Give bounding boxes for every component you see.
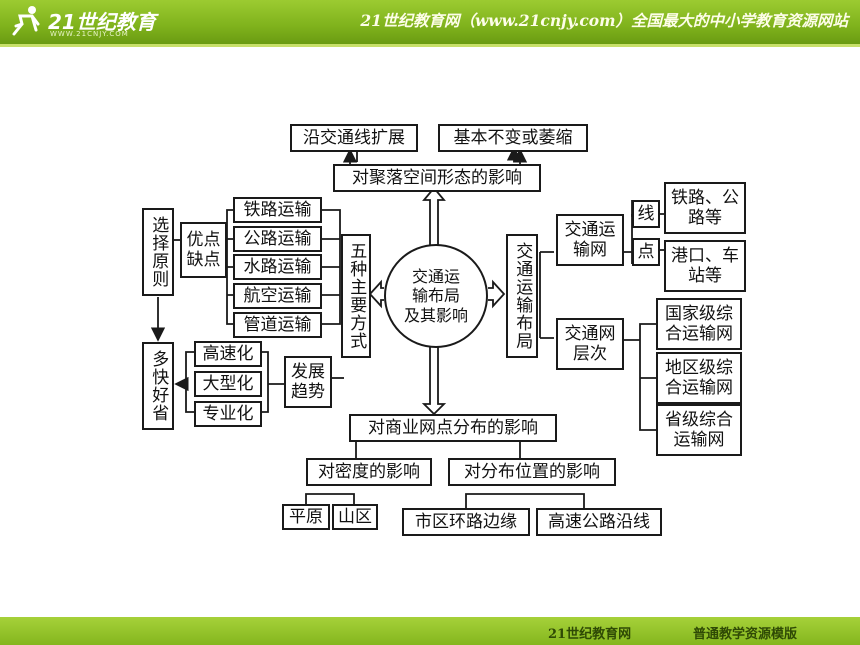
level-national: 国家级综 合运输网 xyxy=(656,298,742,350)
mode-water: 水路运输 xyxy=(233,254,322,280)
box-network-levels: 交通网 层次 xyxy=(556,318,624,370)
box-point: 点 xyxy=(632,238,660,266)
site-logo[interactable]: 21世纪教育 WWW.21CNJY.COM xyxy=(6,4,156,40)
logo-text: 21世纪教育 xyxy=(48,10,156,34)
box-five-modes: 五种主要方式 xyxy=(341,234,371,358)
box-development-trend: 发展 趋势 xyxy=(284,356,332,408)
box-ports-stations: 港口、车 站等 xyxy=(664,240,746,292)
box-more-fast-good-save: 多快好省 xyxy=(142,342,174,430)
trend-specialized: 专业化 xyxy=(194,401,262,427)
mode-pipeline: 管道运输 xyxy=(233,312,322,338)
arrow-left xyxy=(368,279,384,309)
box-density-impact: 对密度的影响 xyxy=(306,458,432,486)
box-unchanged-or-shrink: 基本不变或萎缩 xyxy=(438,124,588,152)
header-bar xyxy=(0,0,860,44)
mode-air: 航空运输 xyxy=(233,283,322,309)
logo-subtext: WWW.21CNJY.COM xyxy=(50,30,129,38)
box-transport-network: 交通运 输网 xyxy=(556,214,624,266)
box-mountain: 山区 xyxy=(332,504,378,530)
mode-rail: 铁路运输 xyxy=(233,197,322,223)
arrow-up xyxy=(422,186,446,246)
box-transport-layout: 交通运输布局 xyxy=(506,234,538,358)
trend-high-speed: 高速化 xyxy=(194,341,262,367)
box-along-traffic-lines: 沿交通线扩展 xyxy=(290,124,418,152)
level-provincial: 省级综合 运输网 xyxy=(656,404,742,456)
footer-bar: 21世纪教育网 普通教学资源模版 xyxy=(0,617,860,645)
runner-icon xyxy=(12,6,40,36)
footer-template-name: 普通教学资源模版 xyxy=(693,627,798,642)
box-rail-road-etc: 铁路、公 路等 xyxy=(664,182,746,234)
arrow-right xyxy=(488,279,506,309)
box-settlement-form-impact: 对聚落空间形态的影响 xyxy=(333,164,541,192)
box-line: 线 xyxy=(632,200,660,228)
box-ring-road-edge: 市区环路边缘 xyxy=(402,508,530,536)
box-highway-side: 高速公路沿线 xyxy=(536,508,662,536)
mode-road: 公路运输 xyxy=(233,226,322,252)
header-title: 21世纪教育网（www.21cnjy.com）全国最大的中小学教育资源网站 xyxy=(360,11,848,30)
box-selection-principle: 选择原则 xyxy=(142,208,174,296)
box-plain: 平原 xyxy=(282,504,330,530)
header-stripe xyxy=(0,44,860,47)
center-node: 交通运 输布局 及其影响 xyxy=(384,244,488,348)
box-location-impact: 对分布位置的影响 xyxy=(448,458,616,486)
box-commercial-network-impact: 对商业网点分布的影响 xyxy=(349,414,557,442)
box-pros-cons: 优点 缺点 xyxy=(180,222,227,278)
footer-site-name: 21世纪教育网 xyxy=(548,627,632,642)
level-regional: 地区级综 合运输网 xyxy=(656,352,742,404)
trend-large-scale: 大型化 xyxy=(194,371,262,397)
